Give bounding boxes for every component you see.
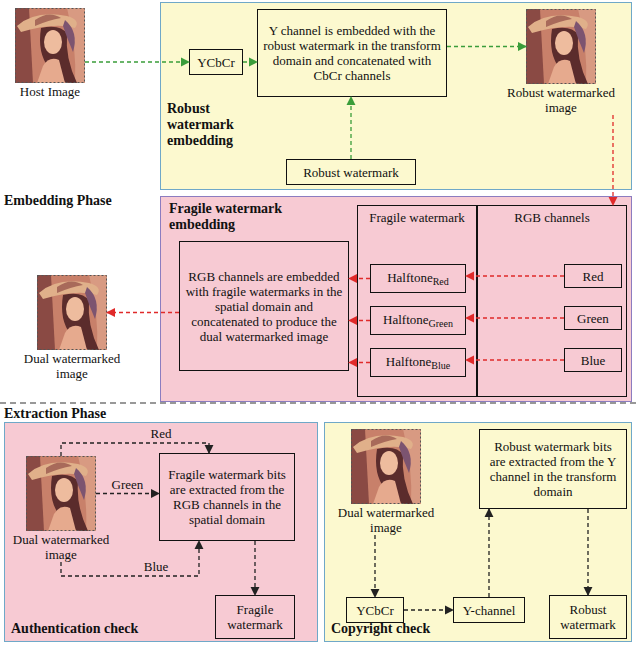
edge-label: Red [149, 426, 174, 441]
label-part: Red [433, 276, 449, 287]
phase-panel: Fragile watermark embeddingRGB channels … [160, 196, 632, 402]
lena-image [526, 9, 596, 84]
heading-slot: Robust watermark embedding [167, 101, 277, 149]
image-caption: Dual watermarked image [9, 532, 113, 562]
process-box: Blue [564, 348, 622, 372]
label-part: Halftone [386, 354, 431, 369]
label-part: Green [429, 318, 453, 329]
phase-label: Extraction Phase [4, 406, 106, 422]
phase-panel: Authentication check Dual watermarked ima… [4, 422, 318, 642]
halftone-box: HalftoneBlue [370, 348, 466, 377]
process-box: Y channel is embedded with the robust wa… [257, 9, 447, 97]
halftone-label: HalftoneGreen [383, 310, 453, 331]
box-label: Fragile watermark bits are extracted fro… [165, 467, 289, 527]
edge-label: Green [110, 477, 146, 492]
group-heading: RGB channels [478, 210, 626, 225]
halftone-label: HalftoneRed [387, 268, 449, 289]
edge-label-slot: Green [110, 477, 146, 492]
label-part: Halftone [383, 312, 428, 327]
process-box: YCbCr [346, 597, 404, 623]
box-label: Green [577, 311, 609, 326]
lena-image [37, 275, 107, 350]
image-node: Robust watermarked image [501, 9, 621, 115]
edge-label: Blue [142, 559, 171, 574]
box-label: Robust watermark bits are extracted from… [485, 439, 621, 499]
process-box: YCbCr [189, 49, 243, 75]
label-part: Blue [431, 360, 450, 371]
image-node: Host Image [10, 8, 90, 99]
image-node: Dual watermarked image [20, 275, 124, 381]
phase-separator [0, 402, 636, 403]
box-label: YCbCr [197, 55, 235, 70]
process-box: RGB channels are embedded with fragile w… [179, 241, 349, 371]
phase-label: Embedding Phase [4, 193, 112, 209]
lena-image [15, 8, 85, 83]
group-box: RGB channelsRedGreenBlue [477, 205, 627, 397]
image-node: Dual watermarked image [334, 429, 438, 535]
box-label: YCbCr [356, 603, 394, 618]
process-box: Robust watermark [286, 159, 416, 185]
box-label: Red [583, 269, 604, 284]
box-label: Y-channel [463, 603, 516, 618]
phase-panel: Copyright checkDual watermarked imageRob… [324, 422, 632, 642]
process-box: Robust watermark [549, 595, 627, 639]
group-heading: Fragile watermark [358, 210, 476, 225]
halftone-box: HalftoneGreen [370, 306, 466, 335]
box-label: Blue [581, 353, 606, 368]
heading-slot: Copyright check [331, 621, 531, 637]
process-box: Fragile watermark [215, 595, 295, 639]
halftone-label: HalftoneBlue [386, 352, 450, 373]
heading-slot: Authentication check [11, 621, 211, 637]
box-label: Y channel is embedded with the robust wa… [263, 23, 441, 83]
image-caption: Robust watermarked image [501, 85, 621, 115]
phase-slot: Extraction Phase [4, 406, 106, 422]
phase-slot: Embedding Phase [4, 193, 112, 209]
lena-image [351, 429, 421, 504]
image-caption: Dual watermarked image [20, 351, 124, 381]
panel-heading: Robust watermark embedding [167, 101, 277, 149]
edge-label-slot: Red [149, 426, 174, 441]
label-part: Halftone [387, 270, 432, 285]
box-label: RGB channels are embedded with fragile w… [185, 269, 343, 344]
edge-label-slot: Blue [142, 559, 171, 574]
image-caption: Host Image [10, 84, 90, 99]
image-node: Dual watermarked image [9, 456, 113, 562]
phase-panel: Robust watermark embedding YCbCr Y channel… [160, 2, 632, 190]
box-label: Robust watermark [303, 165, 399, 180]
box-label: Fragile watermark [221, 602, 289, 632]
group-box: Fragile watermarkHalftoneRedHalftoneGree… [357, 205, 477, 397]
panel-heading: Authentication check [11, 621, 211, 637]
process-box: Robust watermark bits are extracted from… [479, 429, 627, 509]
panel-heading: Copyright check [331, 621, 531, 637]
process-box: Fragile watermark bits are extracted fro… [159, 453, 295, 541]
lena-image [26, 456, 96, 531]
halftone-box: HalftoneRed [370, 264, 466, 293]
process-box: Y-channel [453, 597, 525, 623]
image-caption: Dual watermarked image [334, 505, 438, 535]
box-label: Robust watermark [555, 602, 621, 632]
panel-heading: Fragile watermark embedding [169, 201, 309, 233]
process-box: Red [564, 264, 622, 288]
process-box: Green [564, 306, 622, 330]
heading-slot: Fragile watermark embedding [169, 201, 309, 233]
